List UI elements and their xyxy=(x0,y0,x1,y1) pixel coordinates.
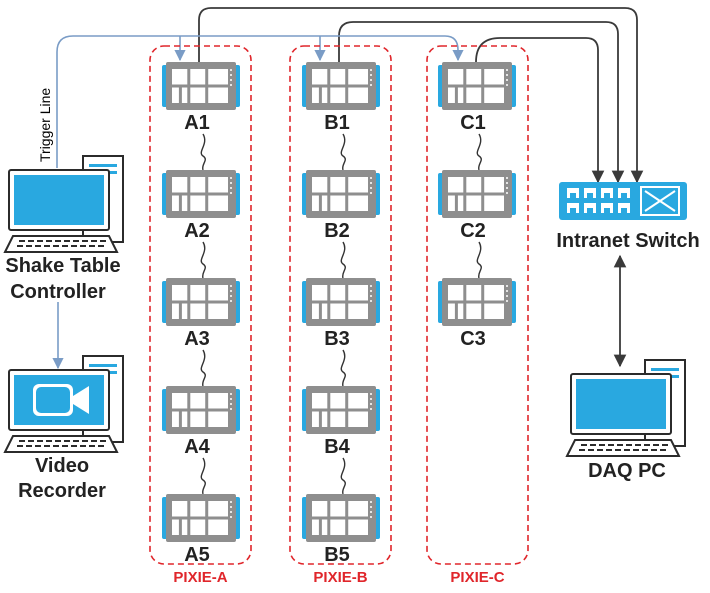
daq-device-icon xyxy=(438,278,516,326)
chain-cable xyxy=(200,457,206,495)
node-label: B1 xyxy=(324,112,350,134)
node-label: B2 xyxy=(324,220,350,242)
node-label: A4 xyxy=(184,436,210,458)
video-recorder-label-line1: Video xyxy=(35,455,89,477)
video-recorder-computer-icon xyxy=(3,355,124,453)
shake-table-label-line2: Controller xyxy=(10,281,106,303)
daq-device-icon xyxy=(162,386,240,434)
trigger-line-main xyxy=(56,35,464,168)
trigger-line-label: Trigger Line xyxy=(37,88,53,162)
network-cable-a xyxy=(198,7,644,184)
node-label: A2 xyxy=(184,220,210,242)
node-label: A1 xyxy=(184,112,210,134)
node-label: C1 xyxy=(460,112,486,134)
chain-cable xyxy=(476,133,482,171)
daq-device-icon xyxy=(302,170,380,218)
chain-cable xyxy=(340,241,346,279)
node-label: C3 xyxy=(460,328,486,350)
chain-cable xyxy=(340,349,346,387)
daq-device-icon xyxy=(162,278,240,326)
group-label: PIXIE-C xyxy=(450,569,504,586)
group-box-pixie-b xyxy=(289,45,392,565)
daq-device-icon xyxy=(302,386,380,434)
shake-table-label-line1: Shake Table xyxy=(5,255,120,277)
daq-device-icon xyxy=(162,170,240,218)
daq-pc-computer-icon xyxy=(565,359,686,457)
daq-device-icon xyxy=(302,278,380,326)
group-box-pixie-c xyxy=(426,45,529,565)
network-cable-b xyxy=(338,21,625,184)
group-label: PIXIE-A xyxy=(173,569,227,586)
daq-pc-label: DAQ PC xyxy=(588,460,666,482)
node-label: B3 xyxy=(324,328,350,350)
chain-cable xyxy=(200,133,206,171)
groups-layer: PIXIE-A PIXIE-B PIXIE-C xyxy=(149,45,529,586)
node-label: A5 xyxy=(184,544,210,566)
wires-layer xyxy=(52,7,644,495)
chain-cable xyxy=(476,241,482,279)
daq-device-icon xyxy=(438,170,516,218)
node-label: B4 xyxy=(324,436,350,458)
group-label: PIXIE-B xyxy=(313,569,367,586)
chain-cable xyxy=(200,241,206,279)
group-box-pixie-a xyxy=(149,45,252,565)
video-camera-icon xyxy=(33,384,89,416)
chain-cable xyxy=(340,133,346,171)
chain-cable xyxy=(200,349,206,387)
shake-table-computer-icon xyxy=(3,155,124,253)
node-label: B5 xyxy=(324,544,350,566)
daq-device-icon xyxy=(438,62,516,110)
daq-device-icon xyxy=(162,494,240,542)
daq-device-icon xyxy=(162,62,240,110)
node-label: C2 xyxy=(460,220,486,242)
daq-device-icon xyxy=(302,494,380,542)
node-label: A3 xyxy=(184,328,210,350)
intranet-switch-label: Intranet Switch xyxy=(556,230,699,252)
video-recorder-label-line2: Recorder xyxy=(18,480,106,502)
network-cable-c xyxy=(475,37,605,184)
network-switch-icon xyxy=(559,182,687,220)
chain-cable xyxy=(340,457,346,495)
daq-device-icon xyxy=(302,62,380,110)
